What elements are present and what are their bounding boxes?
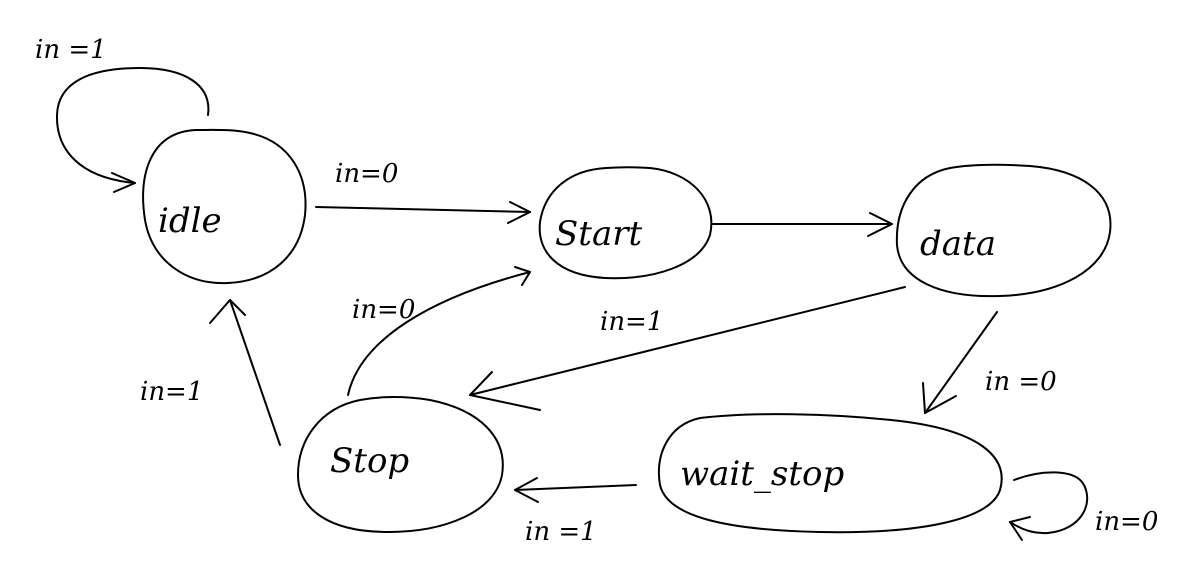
state-data-label: data — [920, 224, 996, 264]
edge-stop-to-idle — [229, 299, 281, 446]
state-stop-label: Stop — [330, 441, 409, 481]
state-start-label: Start — [555, 214, 642, 254]
state-data-outline — [895, 163, 1112, 298]
arrowhead-data-to-stop — [469, 371, 541, 411]
transition-wait-stop-self-loop: in=0 — [1009, 471, 1158, 541]
state-idle: idle — [142, 128, 307, 285]
state-wait-stop: wait_stop — [658, 413, 1003, 534]
state-wait-stop-label: wait_stop — [680, 454, 844, 494]
transition-stop-to-idle: in=1 — [140, 299, 281, 446]
state-data: data — [895, 163, 1112, 298]
state-start: Start — [538, 166, 713, 280]
edge-label-data-to-stop: in=1 — [600, 307, 663, 337]
state-stop-outline — [297, 396, 504, 533]
transition-start-to-data — [711, 212, 893, 237]
transition-stop-to-start: in=0 — [347, 266, 531, 396]
arrowhead-stop-to-start — [514, 266, 531, 286]
edge-label-stop-to-idle: in=1 — [140, 377, 203, 407]
edge-idle-to-start — [315, 206, 531, 213]
edge-data-to-stop — [469, 286, 906, 396]
arrowhead-start-to-data — [867, 212, 893, 237]
arrowhead-idle-self — [111, 172, 136, 193]
arrowhead-idle-to-start — [507, 201, 531, 224]
state-start-outline — [538, 166, 713, 280]
edge-label-idle-to-start: in=0 — [335, 159, 398, 189]
edge-label-idle-self: in =1 — [35, 35, 107, 65]
transition-idle-to-start: in=0 — [315, 159, 531, 224]
edge-label-wait-stop-to-stop: in =1 — [525, 517, 597, 547]
transition-idle-self-loop: in =1 — [35, 35, 210, 193]
state-idle-label: idle — [158, 201, 222, 241]
transition-data-to-wait-stop: in =0 — [922, 311, 1057, 414]
edge-wait-stop-self — [1009, 471, 1089, 535]
state-wait-stop-outline — [658, 413, 1003, 534]
arrowhead-wait-stop-self — [1009, 516, 1031, 541]
edge-label-wait-stop-self: in=0 — [1095, 507, 1158, 537]
state-idle-outline — [142, 128, 307, 285]
edge-wait-stop-to-stop — [514, 484, 637, 491]
state-stop: Stop — [297, 396, 504, 533]
edge-label-data-to-wait-stop: in =0 — [985, 367, 1057, 397]
edge-label-stop-to-start: in=0 — [352, 295, 415, 325]
transition-data-to-stop: in=1 — [469, 286, 906, 411]
arrowhead-stop-to-idle — [209, 299, 246, 324]
arrowhead-wait-stop-to-stop — [514, 477, 539, 503]
edge-stop-to-start — [347, 271, 531, 396]
arrowhead-data-to-wait-stop — [922, 382, 957, 414]
transition-wait-stop-to-stop: in =1 — [514, 477, 637, 547]
edge-data-to-wait-stop — [924, 311, 998, 414]
edge-idle-self — [55, 67, 210, 184]
